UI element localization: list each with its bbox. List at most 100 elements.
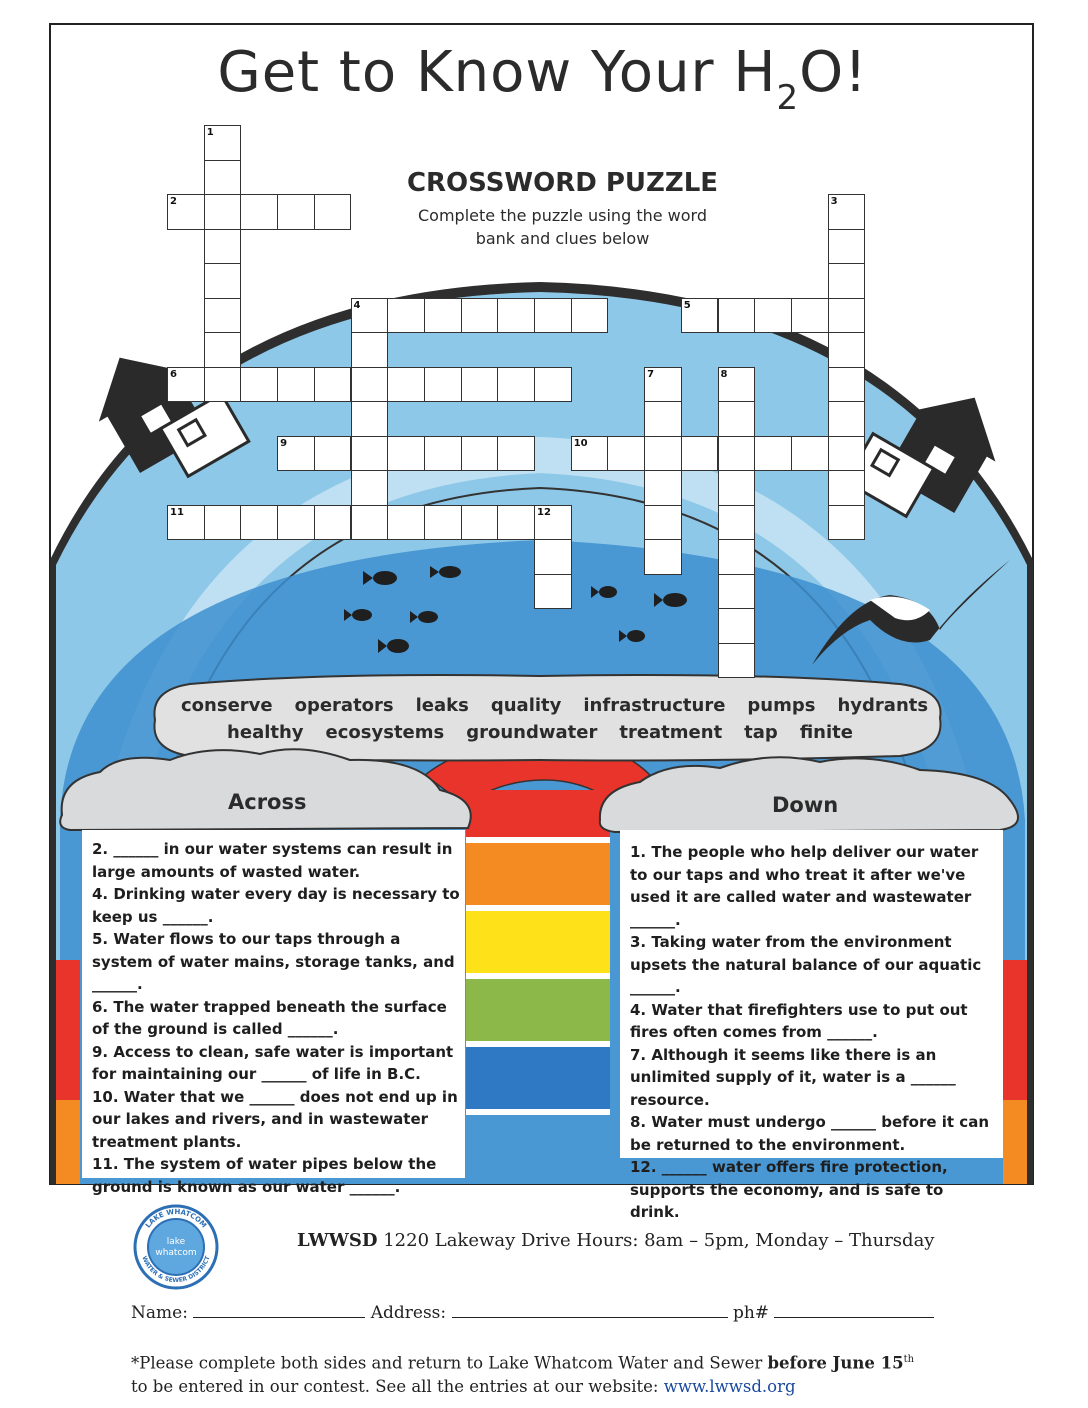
crossword-cell[interactable] [423, 366, 462, 402]
word-bank-word: healthy [227, 722, 304, 743]
crossword-cell[interactable] [717, 539, 756, 575]
crossword-cell[interactable] [717, 608, 756, 644]
crossword-cell[interactable] [203, 504, 242, 540]
crossword-cell[interactable] [570, 297, 609, 333]
crossword-cell[interactable] [570, 435, 609, 471]
crossword-cell[interactable] [277, 504, 315, 540]
word-bank-word: leaks [415, 695, 469, 716]
crossword-cell[interactable] [534, 573, 572, 609]
crossword-cell[interactable] [827, 366, 866, 402]
crossword-cell[interactable] [203, 263, 242, 299]
crossword-cell[interactable] [350, 504, 389, 540]
crossword-cell[interactable] [277, 194, 315, 230]
name-field[interactable] [193, 1303, 366, 1318]
note-part-1: *Please complete both sides and return t… [131, 1353, 768, 1373]
crossword-cell[interactable] [313, 435, 352, 471]
crossword-cell[interactable] [203, 297, 242, 333]
crossword-cell[interactable] [827, 263, 866, 299]
crossword-cell[interactable] [350, 470, 389, 506]
crossword-cell[interactable] [460, 504, 499, 540]
crossword-cell[interactable] [350, 401, 389, 437]
clue-item: 12. ______ water offers fire protection,… [630, 1158, 948, 1221]
crossword-cell[interactable] [754, 297, 792, 333]
crossword-cell[interactable] [717, 504, 756, 540]
crossword-cell[interactable] [790, 297, 829, 333]
crossword-cell[interactable] [203, 228, 242, 264]
crossword-cell[interactable] [790, 435, 829, 471]
crossword-cell[interactable] [387, 504, 425, 540]
crossword-cell[interactable] [607, 435, 646, 471]
crossword-cell[interactable] [717, 297, 756, 333]
crossword-cell[interactable] [387, 366, 425, 402]
crossword-cell[interactable] [240, 366, 279, 402]
crossword-cell[interactable] [423, 297, 462, 333]
crossword-cell[interactable] [644, 401, 682, 437]
crossword-cell[interactable] [717, 573, 756, 609]
phone-field[interactable] [774, 1303, 935, 1318]
crossword-cell[interactable] [313, 194, 352, 230]
crossword-cell[interactable] [350, 366, 389, 402]
word-bank-word: tap [744, 722, 778, 743]
crossword-cell[interactable] [827, 470, 866, 506]
crossword-cell[interactable] [277, 435, 315, 471]
crossword-cell[interactable] [203, 194, 242, 230]
crossword-cell[interactable] [827, 194, 866, 230]
crossword-cell[interactable] [203, 125, 242, 161]
crossword-cell[interactable] [313, 504, 352, 540]
crossword-cell[interactable] [387, 297, 425, 333]
crossword-cell[interactable] [717, 470, 756, 506]
crossword-cell[interactable] [387, 435, 425, 471]
crossword-cell[interactable] [644, 435, 682, 471]
crossword-cell[interactable] [313, 366, 352, 402]
crossword-cell[interactable] [827, 297, 866, 333]
crossword-cell[interactable] [534, 297, 572, 333]
crossword-cell[interactable] [680, 435, 719, 471]
clue-item: 7. Although it seems like there is an un… [630, 1045, 956, 1109]
clue-item: 11. The system of water pipes below the … [92, 1155, 437, 1196]
crossword-cell[interactable] [827, 401, 866, 437]
crossword-cell[interactable] [644, 539, 682, 575]
crossword-cell[interactable] [644, 366, 682, 402]
crossword-cell[interactable] [240, 194, 279, 230]
crossword-cell[interactable] [644, 504, 682, 540]
crossword-cell[interactable] [460, 366, 499, 402]
clue-item: 2. ______ in our water systems can resul… [92, 840, 453, 881]
crossword-cell[interactable] [534, 366, 572, 402]
crossword-cell[interactable] [277, 366, 315, 402]
crossword-cell[interactable] [240, 504, 279, 540]
crossword-cell[interactable] [644, 470, 682, 506]
clue-item: 10. Water that we ______ does not end up… [92, 1087, 458, 1151]
crossword-cell[interactable] [827, 332, 866, 368]
crossword-cell[interactable] [203, 332, 242, 368]
crossword-cell[interactable] [827, 504, 866, 540]
crossword-cell[interactable] [754, 435, 792, 471]
crossword-cell[interactable] [497, 435, 535, 471]
crossword-cell[interactable] [827, 228, 866, 264]
down-title: Down [772, 793, 839, 817]
crossword-cell[interactable] [534, 539, 572, 575]
crossword-cell[interactable] [350, 332, 389, 368]
crossword-cell[interactable] [717, 435, 756, 471]
clue-number: 7 [647, 368, 655, 380]
crossword-cell[interactable] [497, 366, 535, 402]
crossword-cell[interactable] [167, 194, 205, 230]
crossword-cell[interactable] [497, 504, 535, 540]
crossword-cell[interactable] [167, 366, 205, 402]
address-field[interactable] [451, 1303, 728, 1318]
crossword-cell[interactable] [460, 435, 499, 471]
website-link[interactable]: www.lwwsd.org [663, 1376, 796, 1396]
word-bank-word: operators [294, 695, 394, 716]
crossword-cell[interactable] [203, 366, 242, 402]
crossword-cell[interactable] [423, 435, 462, 471]
crossword-cell[interactable] [497, 297, 535, 333]
crossword-cell[interactable] [827, 435, 866, 471]
page-title: Get to Know Your H2O! [50, 40, 1035, 118]
crossword-cell[interactable] [423, 504, 462, 540]
crossword-cell[interactable] [717, 401, 756, 437]
crossword-cell[interactable] [717, 642, 756, 678]
crossword-cell[interactable] [460, 297, 499, 333]
crossword-cell[interactable] [203, 159, 242, 195]
crossword-cell[interactable] [350, 435, 389, 471]
